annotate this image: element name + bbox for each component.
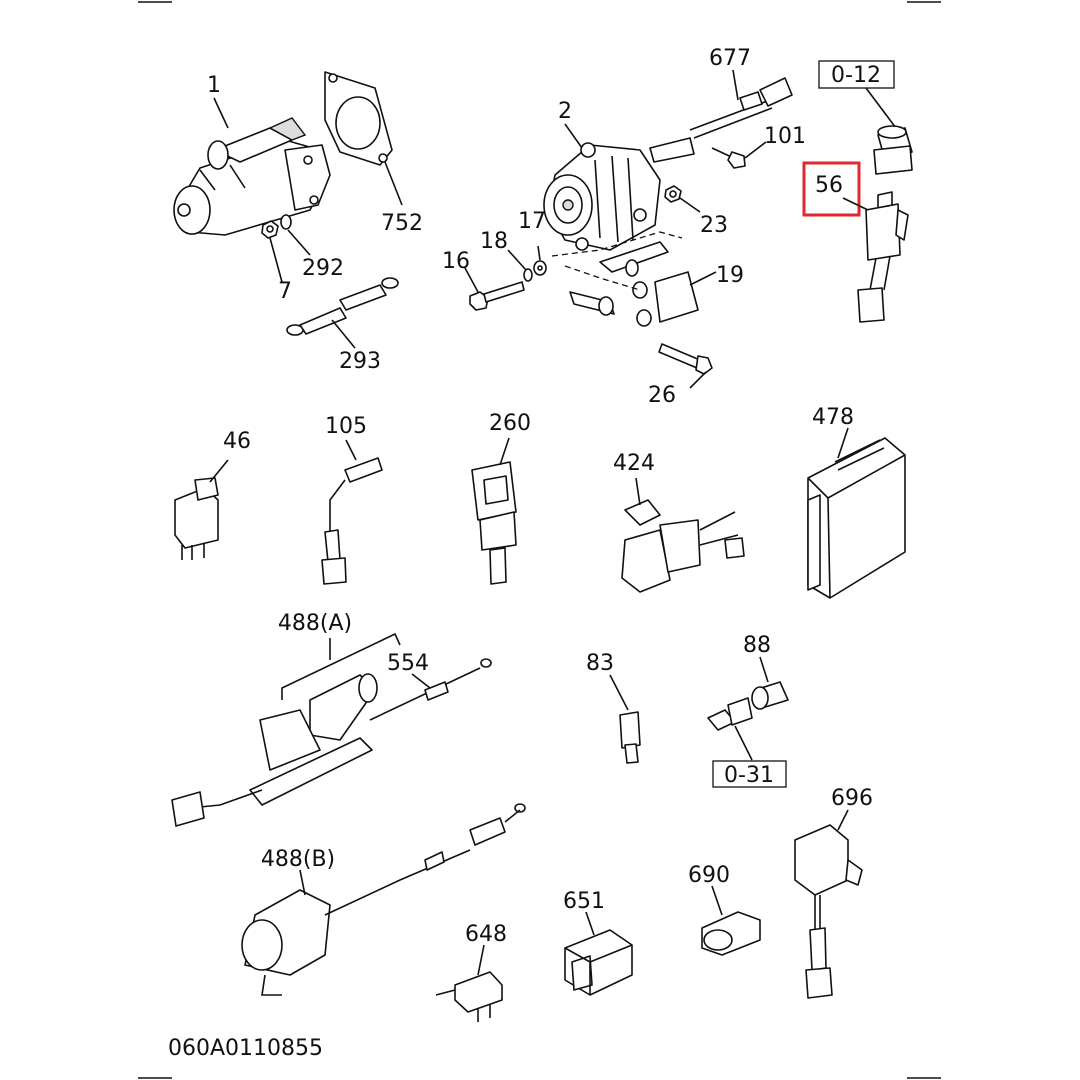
bolt-101-part[interactable] [711,147,746,169]
fitting-88-part[interactable] [751,681,789,710]
oil-pressure-switch-part[interactable] [857,191,909,323]
control-unit-696-part[interactable] [794,824,863,999]
part-label-19: 19 [716,263,744,288]
alternator-harness-part[interactable] [649,77,793,163]
group-ref-box-0-31 [712,760,787,788]
connector-651-part[interactable] [564,929,633,996]
group-ref-box-0-12 [818,60,895,89]
part-label-554: 554 [387,651,429,676]
part-label-648: 648 [465,922,507,947]
washer-17-part[interactable] [533,260,547,276]
part-label-46: 46 [223,429,251,454]
part-label-690: 690 [688,863,730,888]
part-label-23: 23 [700,213,728,238]
part-label-488a: 488(A) [278,611,352,636]
bracket-part[interactable] [569,241,699,327]
part-label-292: 292 [302,256,344,281]
starter-motor-part[interactable] [173,117,331,236]
nut-23-part[interactable] [664,185,682,203]
part-label-17: 17 [518,209,546,234]
fitting-adapter-part[interactable] [873,125,913,175]
part-label-7: 7 [278,279,292,304]
bolt-16-part[interactable] [469,281,525,311]
bolt-26-part[interactable] [658,343,713,375]
sensor-105-part[interactable] [321,457,383,585]
relay-46-part[interactable] [174,477,219,560]
relay-648-part[interactable] [435,971,503,1022]
accelerator-actuator-488a-part[interactable] [171,673,378,827]
part-label-83: 83 [586,651,614,676]
nut-part[interactable] [261,220,279,239]
part-label-26: 26 [648,383,676,408]
group-ref-0-31[interactable]: 0-31 [724,763,774,788]
part-label-752: 752 [381,211,423,236]
part-label-696: 696 [831,786,873,811]
crop-marks [138,1,941,1079]
part-label-293: 293 [339,349,381,374]
part-label-2: 2 [558,99,572,124]
accelerator-actuator-488b-part[interactable] [241,803,526,996]
connector-690-part[interactable] [701,911,761,956]
highlight-box-56 [802,161,861,217]
sensor-83-part[interactable] [619,711,641,764]
part-label-478: 478 [812,405,854,430]
sensor-260-part[interactable] [471,461,517,585]
ecu-478-part[interactable] [807,437,906,599]
part-label-677: 677 [709,46,751,71]
alternator-part[interactable] [543,142,661,251]
group-bracket-488a [281,632,401,700]
part-label-424: 424 [613,451,655,476]
part-label-56[interactable]: 56 [815,173,843,198]
actuator-424-part[interactable] [621,499,745,593]
part-label-105: 105 [325,414,367,439]
washer-18-part[interactable] [523,268,533,282]
gasket-part[interactable] [324,71,393,166]
cable-554-part[interactable] [369,658,492,721]
part-label-651: 651 [563,889,605,914]
part-label-488b: 488(B) [261,847,335,872]
part-label-260: 260 [489,411,531,436]
group-ref-0-12[interactable]: 0-12 [831,63,881,88]
diagram-code: 060A0110855 [168,1036,323,1061]
part-label-101: 101 [764,124,806,149]
sensor-0-31-part[interactable] [707,697,753,731]
part-label-1: 1 [207,73,221,98]
part-label-18: 18 [480,229,508,254]
ground-strap-part[interactable] [286,277,399,336]
part-label-88: 88 [743,633,771,658]
washer-part[interactable] [280,214,292,230]
part-label-16: 16 [442,249,470,274]
